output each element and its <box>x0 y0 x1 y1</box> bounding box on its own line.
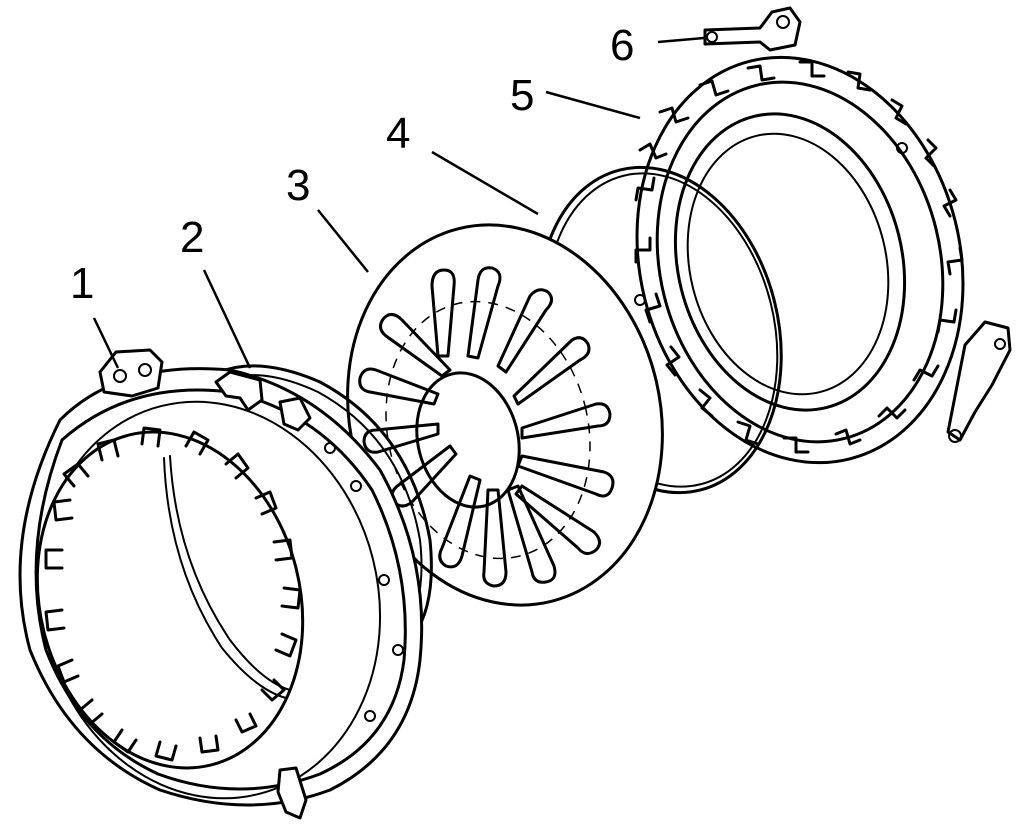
leader-6 <box>657 36 705 44</box>
leader-3 <box>317 209 369 273</box>
callout-3: 3 <box>286 161 310 210</box>
callout-1: 1 <box>70 259 94 308</box>
part-1-pressure-plate <box>18 348 424 820</box>
callout-6: 6 <box>610 21 634 70</box>
part-3-diaphragm-spring <box>346 223 664 607</box>
callout-4: 4 <box>386 109 410 158</box>
leader-lines <box>92 36 705 369</box>
leader-5 <box>545 90 641 120</box>
leader-4 <box>431 150 539 216</box>
part-5-clutch-cover <box>634 6 1012 465</box>
leader-2 <box>202 269 252 369</box>
callout-5: 5 <box>510 71 534 120</box>
callout-2: 2 <box>180 213 204 262</box>
leader-1 <box>92 317 120 369</box>
callout-labels: 1 2 3 4 5 6 <box>70 21 634 308</box>
